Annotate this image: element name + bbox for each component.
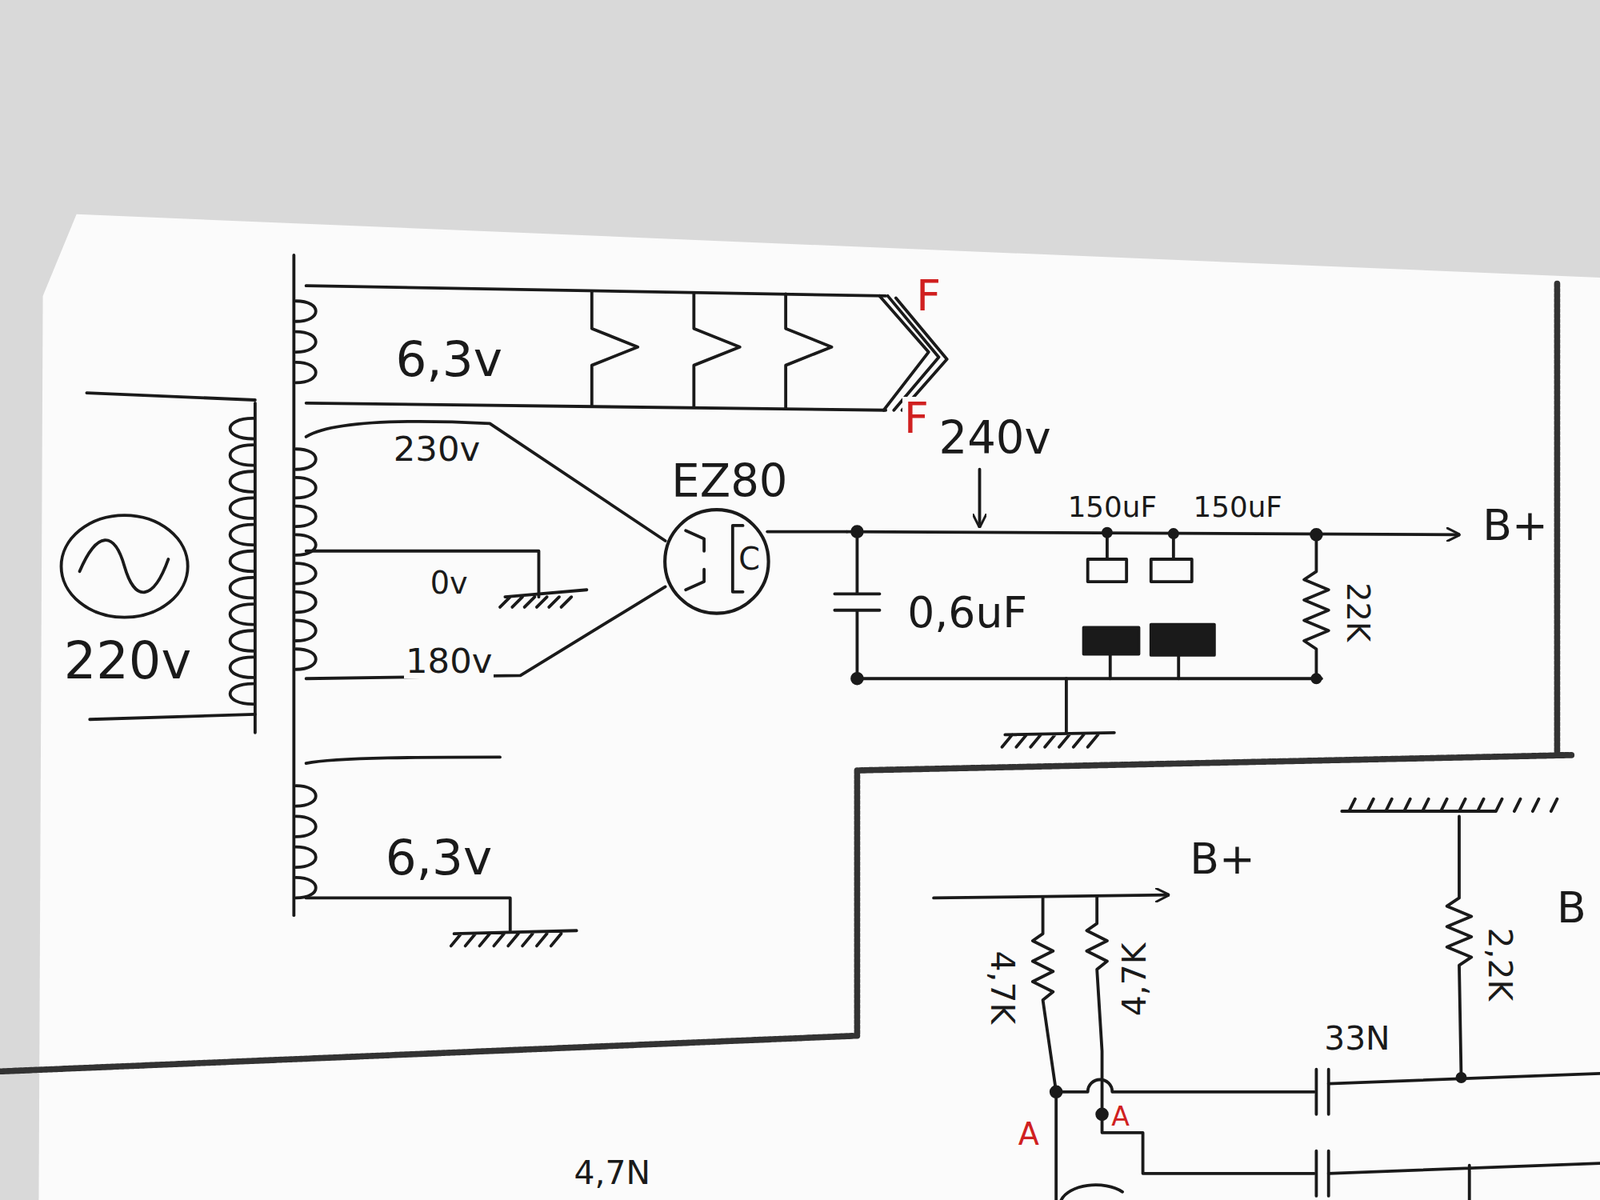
capacitor-value: 150uF <box>1192 492 1284 522</box>
capacitor-value: 0,6uF <box>905 591 1029 635</box>
voltage-label: 230v <box>392 432 482 467</box>
ht-wiring <box>306 421 666 679</box>
capacitor-value: 33N <box>1322 1022 1392 1056</box>
amplifier-stage-wiring <box>933 799 1600 1200</box>
voltage-label: 0v <box>428 568 470 599</box>
rectifier-tube: EZ80C <box>661 506 772 617</box>
capacitor-symbols <box>834 532 1214 680</box>
supply-label: B <box>1555 886 1588 930</box>
capacitor-value: 4,7N <box>572 1156 652 1190</box>
tube-name: EZ80 <box>671 459 788 504</box>
resistor-value: 2,2K <box>1484 926 1517 1004</box>
capacitor-value: 150uF <box>1066 492 1159 522</box>
heater-wiring <box>306 756 577 946</box>
transformer-symbol <box>230 255 316 916</box>
section-border <box>0 284 1572 1072</box>
voltage-label: 240v <box>936 416 1052 461</box>
ac-source-symbol <box>61 392 256 720</box>
resistor-value: 22K <box>1341 580 1372 644</box>
voltage-label: 6,3v <box>384 832 495 882</box>
ground-symbol <box>852 673 1322 748</box>
supply-label: B+ <box>1188 837 1257 881</box>
supply-label: B+ <box>1480 504 1550 548</box>
voltage-label: 6,3v <box>393 334 504 384</box>
voltage-label: 180v <box>404 644 494 679</box>
rectifier-tube-electrodes <box>685 525 848 592</box>
cathode-label: C <box>738 544 760 575</box>
b-plus-rail <box>847 469 1460 540</box>
resistor-symbol <box>1304 534 1329 679</box>
node-label: A <box>1109 1103 1132 1130</box>
filament-label: F <box>914 274 943 318</box>
voltage-label: 220v <box>62 636 193 688</box>
filament-label: F <box>902 396 931 440</box>
paper <box>38 214 1600 1200</box>
node-label: A <box>1016 1119 1041 1150</box>
resistor-value: 4,7K <box>985 949 1019 1027</box>
heater-wiring <box>306 285 948 411</box>
resistor-value: 4,7K <box>1118 941 1152 1019</box>
